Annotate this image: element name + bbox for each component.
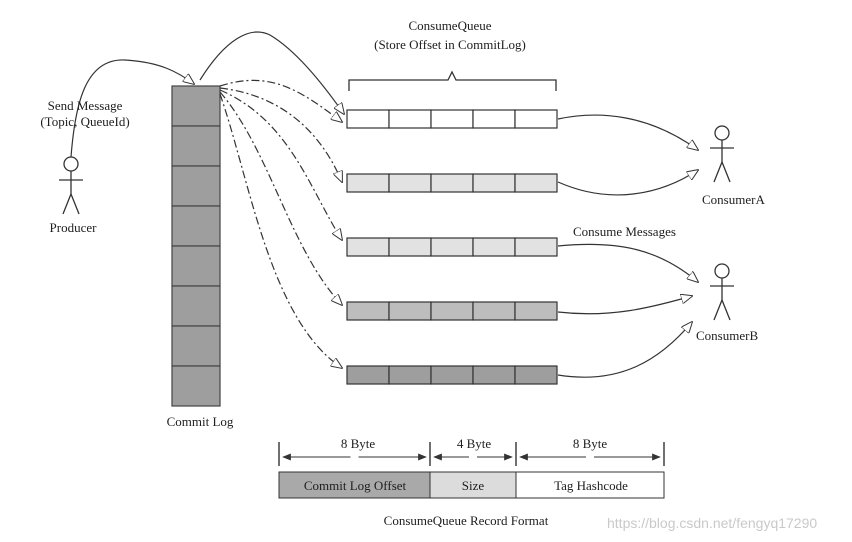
commit-log-block [171,325,221,367]
consume-queue-brace [348,70,557,91]
send-message-arrow [70,59,194,158]
queue-cell [388,365,432,385]
consume-queue-row [346,109,558,129]
queue-cell [388,173,432,193]
commit-log-block [171,205,221,247]
queue-cell [430,237,474,257]
queue-cell [472,237,516,257]
producer-icon [59,156,83,215]
consume-queue-row [346,237,558,257]
consume-queue-row [346,365,558,385]
queue-cell [472,109,516,129]
record-format-title: ConsumeQueue Record Format [383,513,549,528]
queue-cell [472,173,516,193]
queue-cell [430,365,474,385]
record-field-box [429,471,517,499]
record-field-box [278,471,431,499]
queue-cell [388,109,432,129]
queue-cell [430,109,474,129]
producer-label: Producer [49,220,97,235]
consume-messages-label: Consume Messages [573,224,676,239]
queue-cell [346,109,390,129]
consume-arrows [557,114,698,378]
field-bytes-0: 8 Byte [340,436,376,451]
send-message-line1: Send Message [47,98,123,113]
field-name-0: Commit Log Offset [303,478,407,493]
queue-cell [514,237,558,257]
commit-log-block [171,85,221,127]
queue-cell [472,365,516,385]
commit-log-block [171,245,221,287]
commit-log-block [171,365,221,407]
record-format-diagram [278,442,665,499]
queue-cell [430,301,474,321]
queue-cell [388,237,432,257]
consume-queue-subtitle: (Store Offset in CommitLog) [374,37,526,52]
commit-log-block [171,285,221,327]
queue-cell [346,301,390,321]
consumer-b-icon [710,263,734,321]
send-message-line2: (Topic, QueueId) [40,114,130,129]
consumer-a-icon [710,125,734,183]
queue-cell [514,173,558,193]
watermark-text: https://blog.csdn.net/fengyq17290 [607,515,818,531]
commit-log-block [171,165,221,207]
index-dashed-arrows [219,79,342,368]
queue-cell [472,301,516,321]
consume-queue-row [346,301,558,321]
consume-queue-row [346,173,558,193]
queue-cell [346,237,390,257]
commit-log-block [171,125,221,167]
field-bytes-1: 4 Byte [456,436,492,451]
field-bytes-2: 8 Byte [572,436,608,451]
queue-cell [346,173,390,193]
commit-log-column [171,85,221,407]
queue-cell [514,301,558,321]
send-message-label: Send Message (Topic, QueueId) [30,98,140,130]
field-name-2: Tag Hashcode [554,478,628,493]
record-field-box [515,471,665,499]
consumer-a-label: ConsumerA [702,192,765,207]
consumer-b-label: ConsumerB [696,328,759,343]
queue-cell [514,365,558,385]
consume-queues [346,109,558,385]
queue-cell [514,109,558,129]
field-name-1: Size [461,478,485,493]
queue-cell [346,365,390,385]
dispatch-arrow [199,31,344,114]
commit-log-label: Commit Log [166,414,234,429]
consume-queue-title: ConsumeQueue [408,18,492,33]
queue-cell [388,301,432,321]
queue-cell [430,173,474,193]
